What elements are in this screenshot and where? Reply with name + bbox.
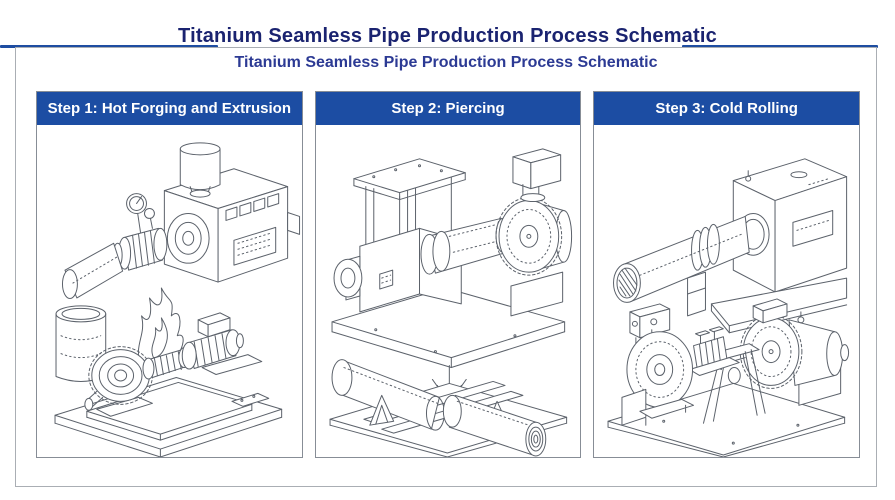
electric-motor [182,313,268,406]
schematic-subtitle: Titanium Seamless Pipe Production Proces… [234,54,658,71]
step1-header: Step 1: Hot Forging and Extrusion [37,92,302,125]
main-drive-motor [741,299,849,405]
mill-base [332,288,565,368]
hopper [180,143,220,197]
pressure-gauge [127,194,155,233]
mill-pump-housing [622,304,694,425]
piercing-mill-illustration [316,125,581,457]
extrusion-press-body [164,169,299,282]
step3-header: Step 3: Cold Rolling [594,92,860,125]
die-boss [167,213,209,263]
pierced-pipe [443,395,545,456]
skid-base [55,377,282,457]
step3-figure [594,125,859,457]
step1-figure [37,125,302,457]
billet-cylinder [332,360,444,431]
title-rule-right [682,45,878,48]
title-rule-left [0,45,218,48]
schematic-frame: Titanium Seamless Pipe Production Proces… [15,47,877,487]
auxiliary-motor [690,327,740,376]
step2-header: Step 2: Piercing [315,92,581,125]
lower-skid-base [608,383,845,457]
step-panels-row: Step 1: Hot Forging and Extrusion [36,91,861,458]
step2-figure [316,125,581,457]
rolled-pipe [614,216,750,302]
step-panel-1: Step 1: Hot Forging and Extrusion [36,91,303,458]
extrusion-press-illustration [37,125,302,457]
step-panel-2: Step 2: Piercing [314,91,582,458]
extruder-barrel [113,228,167,270]
step-panel-3: Step 3: Cold Rolling [593,91,861,458]
rolling-cabinet [734,159,847,292]
piercing-roller [421,218,510,274]
gear-pump [85,347,153,417]
cold-rolling-mill-illustration [594,125,859,457]
extruded-pipe [62,243,122,298]
shaft-coupling [143,348,190,379]
drive-motor [496,149,572,316]
page-title: Titanium Seamless Pipe Production Proces… [178,25,717,47]
